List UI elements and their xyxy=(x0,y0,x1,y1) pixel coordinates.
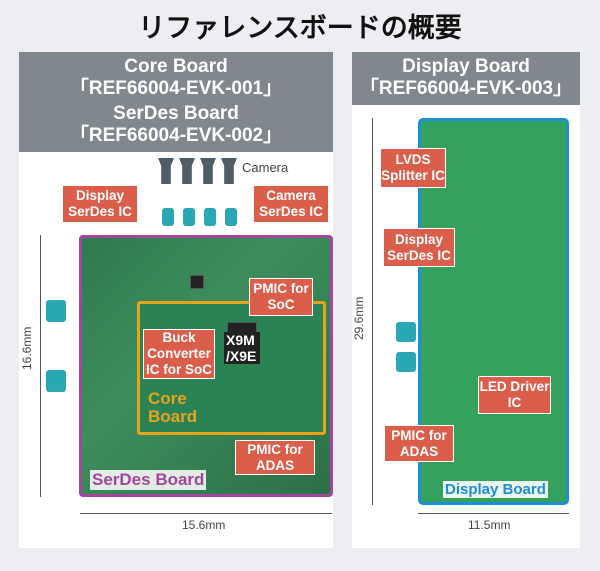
connector-icon xyxy=(396,322,416,342)
label-lvds-splitter-ic: LVDS Splitter IC xyxy=(380,148,446,188)
connector-icon xyxy=(46,370,66,392)
camera-label: Camera xyxy=(242,160,289,175)
display-board-image xyxy=(418,118,569,505)
connector-icon xyxy=(183,208,195,226)
camera-icon xyxy=(158,158,174,184)
camera-icon xyxy=(200,158,216,184)
left-panel-header: Core Board 「REF66004-EVK-001」 SerDes Boa… xyxy=(19,52,333,152)
serdes-board-name: SerDes Board xyxy=(113,103,239,124)
camera-icon xyxy=(179,158,195,184)
camera-icon xyxy=(221,158,237,184)
right-panel-header: Display Board 「REF66004-EVK-003」 xyxy=(352,52,580,105)
width-dimension-line xyxy=(418,513,569,514)
camera-serdes-chip xyxy=(190,275,204,289)
width-dimension-line xyxy=(80,513,332,514)
label-camera-serdes-ic: Camera SerDes IC xyxy=(253,185,329,223)
label-pmic-for-soc: PMIC for SoC xyxy=(249,278,313,316)
camera-connectors xyxy=(162,208,237,226)
connector-icon xyxy=(225,208,237,226)
label-led-driver-ic: LED Driver IC xyxy=(478,376,551,414)
width-dimension: 15.6mm xyxy=(182,518,226,532)
connector-icon xyxy=(46,300,66,322)
display-board-name: Display Board xyxy=(402,56,530,77)
height-dimension: 29.6mm xyxy=(352,296,366,340)
label-display-serdes-ic: Display SerDes IC xyxy=(383,228,455,267)
width-dimension: 11.5mm xyxy=(468,518,511,532)
label-pmic-for-adas: PMIC for ADAS xyxy=(384,425,454,462)
core-board-label: Core Board xyxy=(148,389,198,426)
core-board-name: Core Board xyxy=(124,56,228,77)
label-buck-converter: Buck Converter IC for SoC xyxy=(143,329,215,379)
page-title: リファレンスボードの概要 xyxy=(138,13,462,44)
serdes-board-label: SerDes Board xyxy=(90,470,207,490)
soc-label: X9M /X9E xyxy=(224,332,260,364)
core-board-part: 「REF66004-EVK-001」 xyxy=(69,78,283,99)
label-pmic-for-adas: PMIC for ADAS xyxy=(235,440,315,475)
connector-icon xyxy=(396,352,416,372)
connector-icon xyxy=(204,208,216,226)
display-board-label: Display Board xyxy=(443,481,548,498)
height-dimension: 16.6mm xyxy=(20,326,34,370)
cameras xyxy=(158,158,237,184)
height-dimension-line xyxy=(40,235,41,497)
label-display-serdes-ic: Display SerDes IC xyxy=(62,185,138,223)
display-board-part: 「REF66004-EVK-003」 xyxy=(359,78,573,99)
connector-icon xyxy=(162,208,174,226)
height-dimension-line xyxy=(372,118,373,505)
serdes-board-part: 「REF66004-EVK-002」 xyxy=(69,125,283,146)
